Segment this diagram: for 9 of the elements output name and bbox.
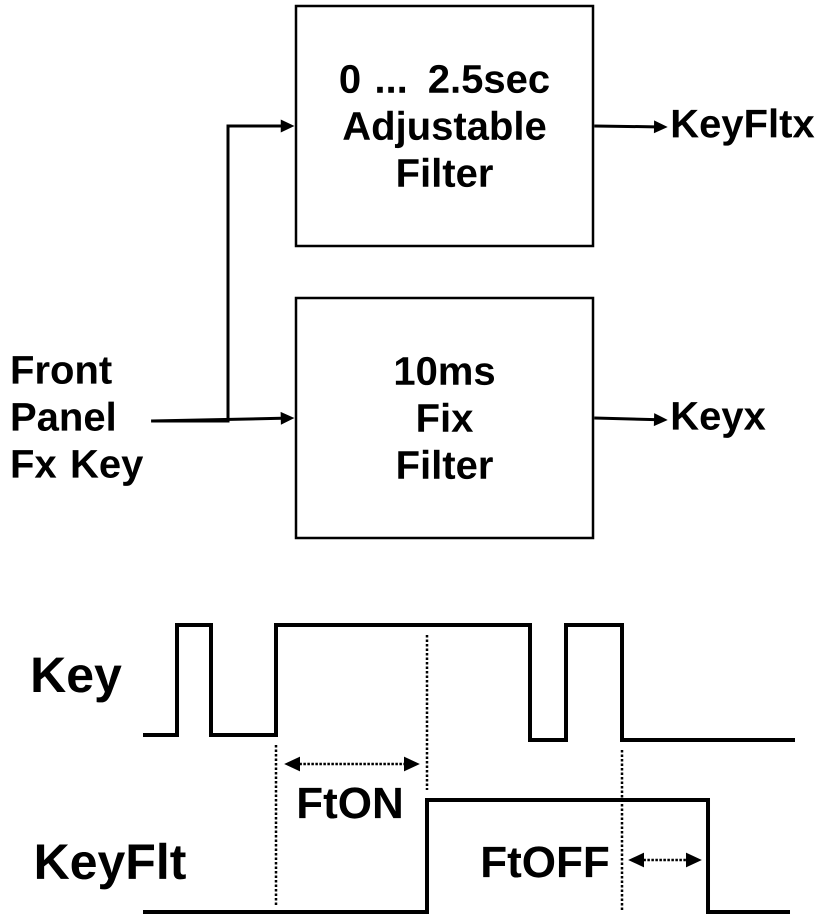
signal-label: KeyFlt bbox=[36, 842, 186, 890]
signal-label: Keyx bbox=[672, 402, 766, 438]
signal-label: KeyFltx bbox=[672, 108, 814, 146]
signal-label: Key bbox=[33, 658, 122, 702]
filter-box: 0 ... 2.5sec Adjustable Filter bbox=[294, 4, 594, 248]
time-label: FtOFF bbox=[483, 846, 608, 878]
time-label: FtON bbox=[299, 787, 401, 819]
signal-label: Front Panel Fx Key bbox=[12, 356, 144, 486]
filter-box: 10ms Fix Filter bbox=[294, 296, 594, 540]
